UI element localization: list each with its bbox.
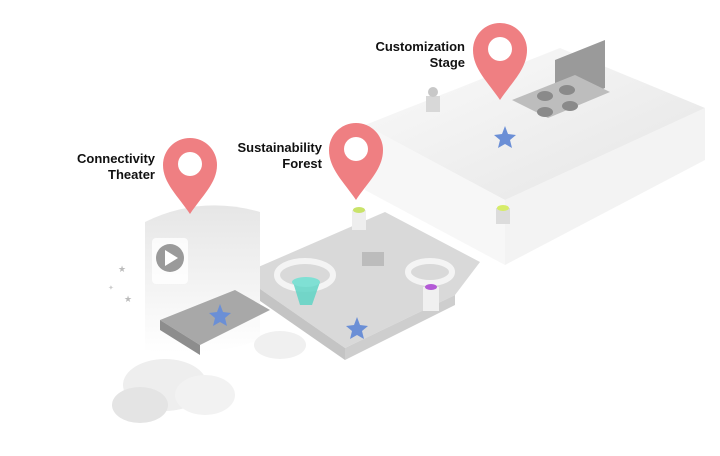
map-pin-icon[interactable]: [329, 123, 383, 200]
label-line: Stage: [429, 55, 465, 70]
label-line: Theater: [108, 167, 155, 182]
star-icon: [346, 317, 368, 339]
map-pin-icon[interactable]: [473, 23, 527, 100]
play-icon: [165, 250, 178, 266]
clouds: [112, 331, 306, 423]
zone-label-sustainability-forest: Sustainability Forest: [215, 140, 322, 172]
map-pin-icon[interactable]: [163, 138, 217, 214]
svg-text:★: ★: [124, 294, 132, 304]
sustainability-forest-platform: [240, 207, 480, 360]
customization-stage-platform: [365, 40, 705, 265]
label-line: Connectivity: [76, 151, 155, 166]
zone-label-connectivity-theater: Connectivity Theater: [50, 151, 155, 183]
connectivity-theater: ★ ★ ✦: [108, 205, 270, 355]
svg-text:★: ★: [118, 264, 126, 274]
zone-label-customization-stage: Customization Stage: [350, 39, 465, 71]
svg-text:✦: ✦: [108, 284, 114, 292]
label-line: Sustainability: [237, 140, 322, 155]
star-icon: [209, 304, 231, 326]
label-line: Forest: [282, 156, 322, 171]
star-icon: [494, 126, 516, 148]
label-line: Customization: [375, 39, 465, 54]
